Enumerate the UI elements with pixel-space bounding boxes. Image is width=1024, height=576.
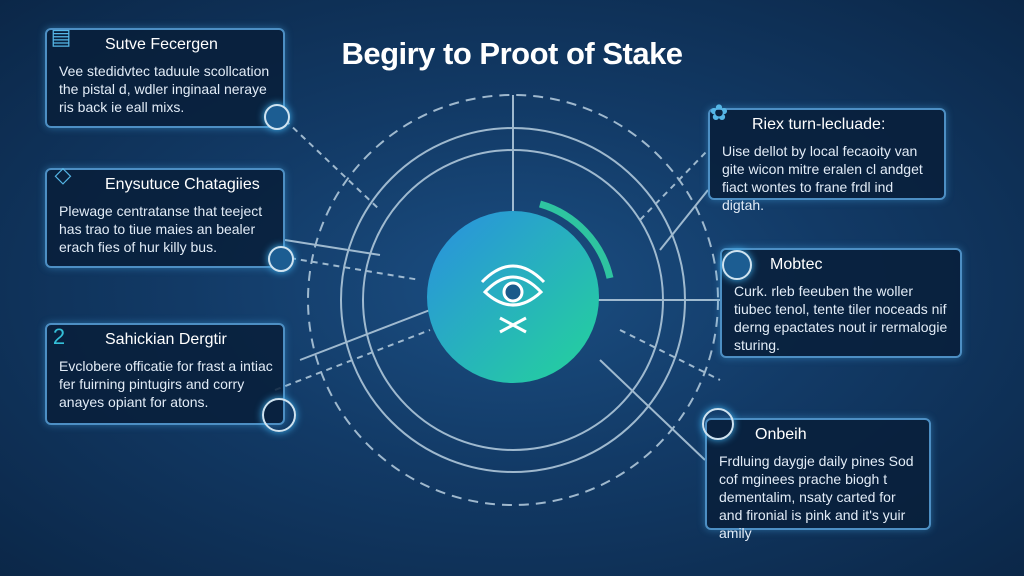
- panel-1: Sutve Fecergen Vee stedidvtec taduule sc…: [45, 28, 285, 128]
- chat-icon: ◇: [54, 162, 72, 187]
- progress-arc: [539, 200, 614, 279]
- panel-body: Plewage centratanse that teeject has tra…: [59, 203, 263, 255]
- target-node-icon: [268, 246, 294, 272]
- panel-body: Evclobere officatie for frast a intiac f…: [59, 358, 273, 410]
- panel-body: Uise dellot by local fecaoity van gite w…: [722, 143, 923, 213]
- panel-6: Onbeih Frdluing daygje daily pines Sod c…: [705, 418, 931, 541]
- page-title: Begiry to Proot of Stake: [341, 36, 683, 71]
- panel-title: Riex turn-lecluade:: [752, 116, 886, 133]
- panel-body: Curk. rleb feeuben the woller tiubec ten…: [734, 283, 948, 353]
- panel-title: Enysutuce Chatagiies: [105, 176, 260, 193]
- dot-node-icon: [702, 408, 734, 440]
- panel-5: Mobtec Curk. rleb feeuben the woller tiu…: [720, 248, 962, 358]
- rose-icon: ✿: [709, 100, 729, 125]
- panel-body: Vee stedidvtec taduule scollcation the p…: [59, 63, 270, 115]
- a-node-icon: [262, 398, 296, 432]
- house-node-icon: [264, 104, 290, 130]
- panel-body: Frdluing daygje daily pines Sod cof mgin…: [719, 453, 914, 541]
- panel-4: Riex turn-lecluade: Uise dellot by local…: [708, 108, 946, 213]
- number-two-icon: 2: [52, 324, 66, 349]
- panel-title: Onbeih: [755, 426, 807, 443]
- panel-title: Sahickian Dergtir: [105, 331, 227, 348]
- eye-icon: [480, 264, 546, 334]
- panel-3: Sahickian Dergtir Evclobere officatie fo…: [45, 323, 285, 425]
- panel-title: Mobtec: [770, 256, 823, 273]
- panel-title: Sutve Fecergen: [105, 36, 218, 53]
- panel-2: Enysutuce Chatagiies Plewage centratanse…: [45, 168, 285, 268]
- document-icon: ▤: [50, 24, 72, 49]
- circle-node-icon: [722, 250, 752, 280]
